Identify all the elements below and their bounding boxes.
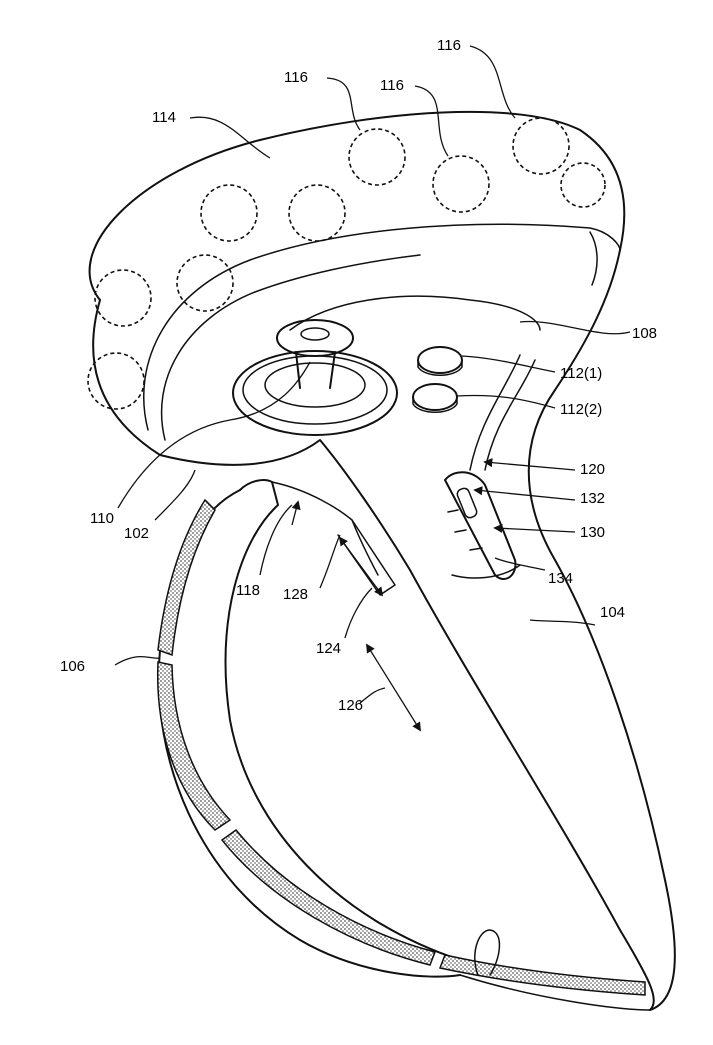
label-button-1: 112(1) xyxy=(560,365,602,382)
ring-sensor xyxy=(87,352,145,410)
ring-sensor xyxy=(432,155,490,213)
label-track: 130 xyxy=(580,524,605,541)
ring-sensor xyxy=(94,269,152,327)
ring-sensor xyxy=(288,184,346,242)
label-slot: 120 xyxy=(580,461,605,478)
label-thumbstick: 110 xyxy=(90,510,114,527)
trigger xyxy=(224,479,461,961)
label-ring: 114 xyxy=(152,109,176,126)
ring-sensor xyxy=(176,254,234,312)
controller-body xyxy=(159,295,676,1011)
label-head: 102 xyxy=(124,525,149,542)
face-buttons xyxy=(412,346,463,413)
label-trigger: 124 xyxy=(316,640,341,657)
button-2 xyxy=(412,383,458,411)
ring-sensor xyxy=(560,162,606,208)
label-button-2: 112(2) xyxy=(560,401,602,418)
label-sensor: 116 xyxy=(380,77,404,94)
finger-slider xyxy=(444,471,521,580)
label-sensor: 116 xyxy=(284,69,308,86)
ring-sensor xyxy=(512,117,570,175)
leader-lines xyxy=(114,45,631,732)
ring-sensors xyxy=(87,117,606,410)
grip-pads xyxy=(156,489,651,1011)
tracking-ring xyxy=(88,110,626,456)
thumbstick xyxy=(232,319,398,436)
label-grip-pads: 106 xyxy=(60,658,85,675)
label-motion: 126 xyxy=(338,697,363,714)
label-top-surface: 108 xyxy=(632,325,657,342)
label-trigger-sensor: 128 xyxy=(283,586,308,603)
label-sensor: 116 xyxy=(437,37,461,54)
reference-labels: 114 116 116 116 108 112(1) 112(2) 110 10… xyxy=(60,37,657,714)
button-1 xyxy=(417,346,463,374)
label-handle: 104 xyxy=(600,604,625,621)
ring-sensor xyxy=(348,128,406,186)
label-slider: 132 xyxy=(580,490,605,507)
ring-sensor xyxy=(200,184,258,242)
label-trigger-edge: 118 xyxy=(236,582,260,599)
label-indicator: 134 xyxy=(548,570,573,587)
